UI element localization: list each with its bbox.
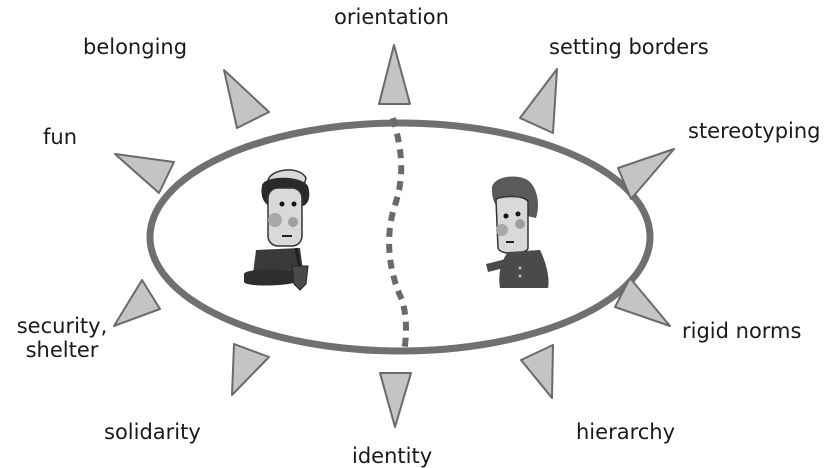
label-security-line1: security, <box>16 314 108 338</box>
label-solidarity: solidarity <box>104 420 201 444</box>
ray-top-left <box>223 69 270 129</box>
ray-right-upper <box>617 148 675 200</box>
ray-top <box>378 44 411 105</box>
figure-right-icon <box>486 176 549 288</box>
label-setting-borders: setting borders <box>549 35 709 59</box>
rays <box>113 44 675 428</box>
label-hierarchy: hierarchy <box>576 420 676 444</box>
ray-bottom-right <box>520 344 554 399</box>
label-fun: fun <box>43 125 78 149</box>
label-identity: identity <box>352 444 433 468</box>
ray-top-right <box>519 68 558 134</box>
divider-line <box>386 117 409 353</box>
label-orientation: orientation <box>334 5 449 29</box>
label-stereotyping: stereotyping <box>688 119 821 143</box>
ray-left-lower <box>113 279 161 327</box>
ray-bottom <box>379 372 412 428</box>
ray-bottom-left <box>231 343 270 396</box>
ray-left-upper <box>114 153 175 194</box>
ray-right-lower <box>614 277 671 327</box>
group-boundary-ellipse <box>146 119 654 355</box>
figure-left-icon <box>244 169 310 291</box>
label-security-line2: shelter <box>25 338 99 362</box>
label-security-shelter: security, shelter <box>2 314 122 362</box>
label-belonging: belonging <box>83 35 188 59</box>
label-rigid-norms: rigid norms <box>682 319 802 343</box>
